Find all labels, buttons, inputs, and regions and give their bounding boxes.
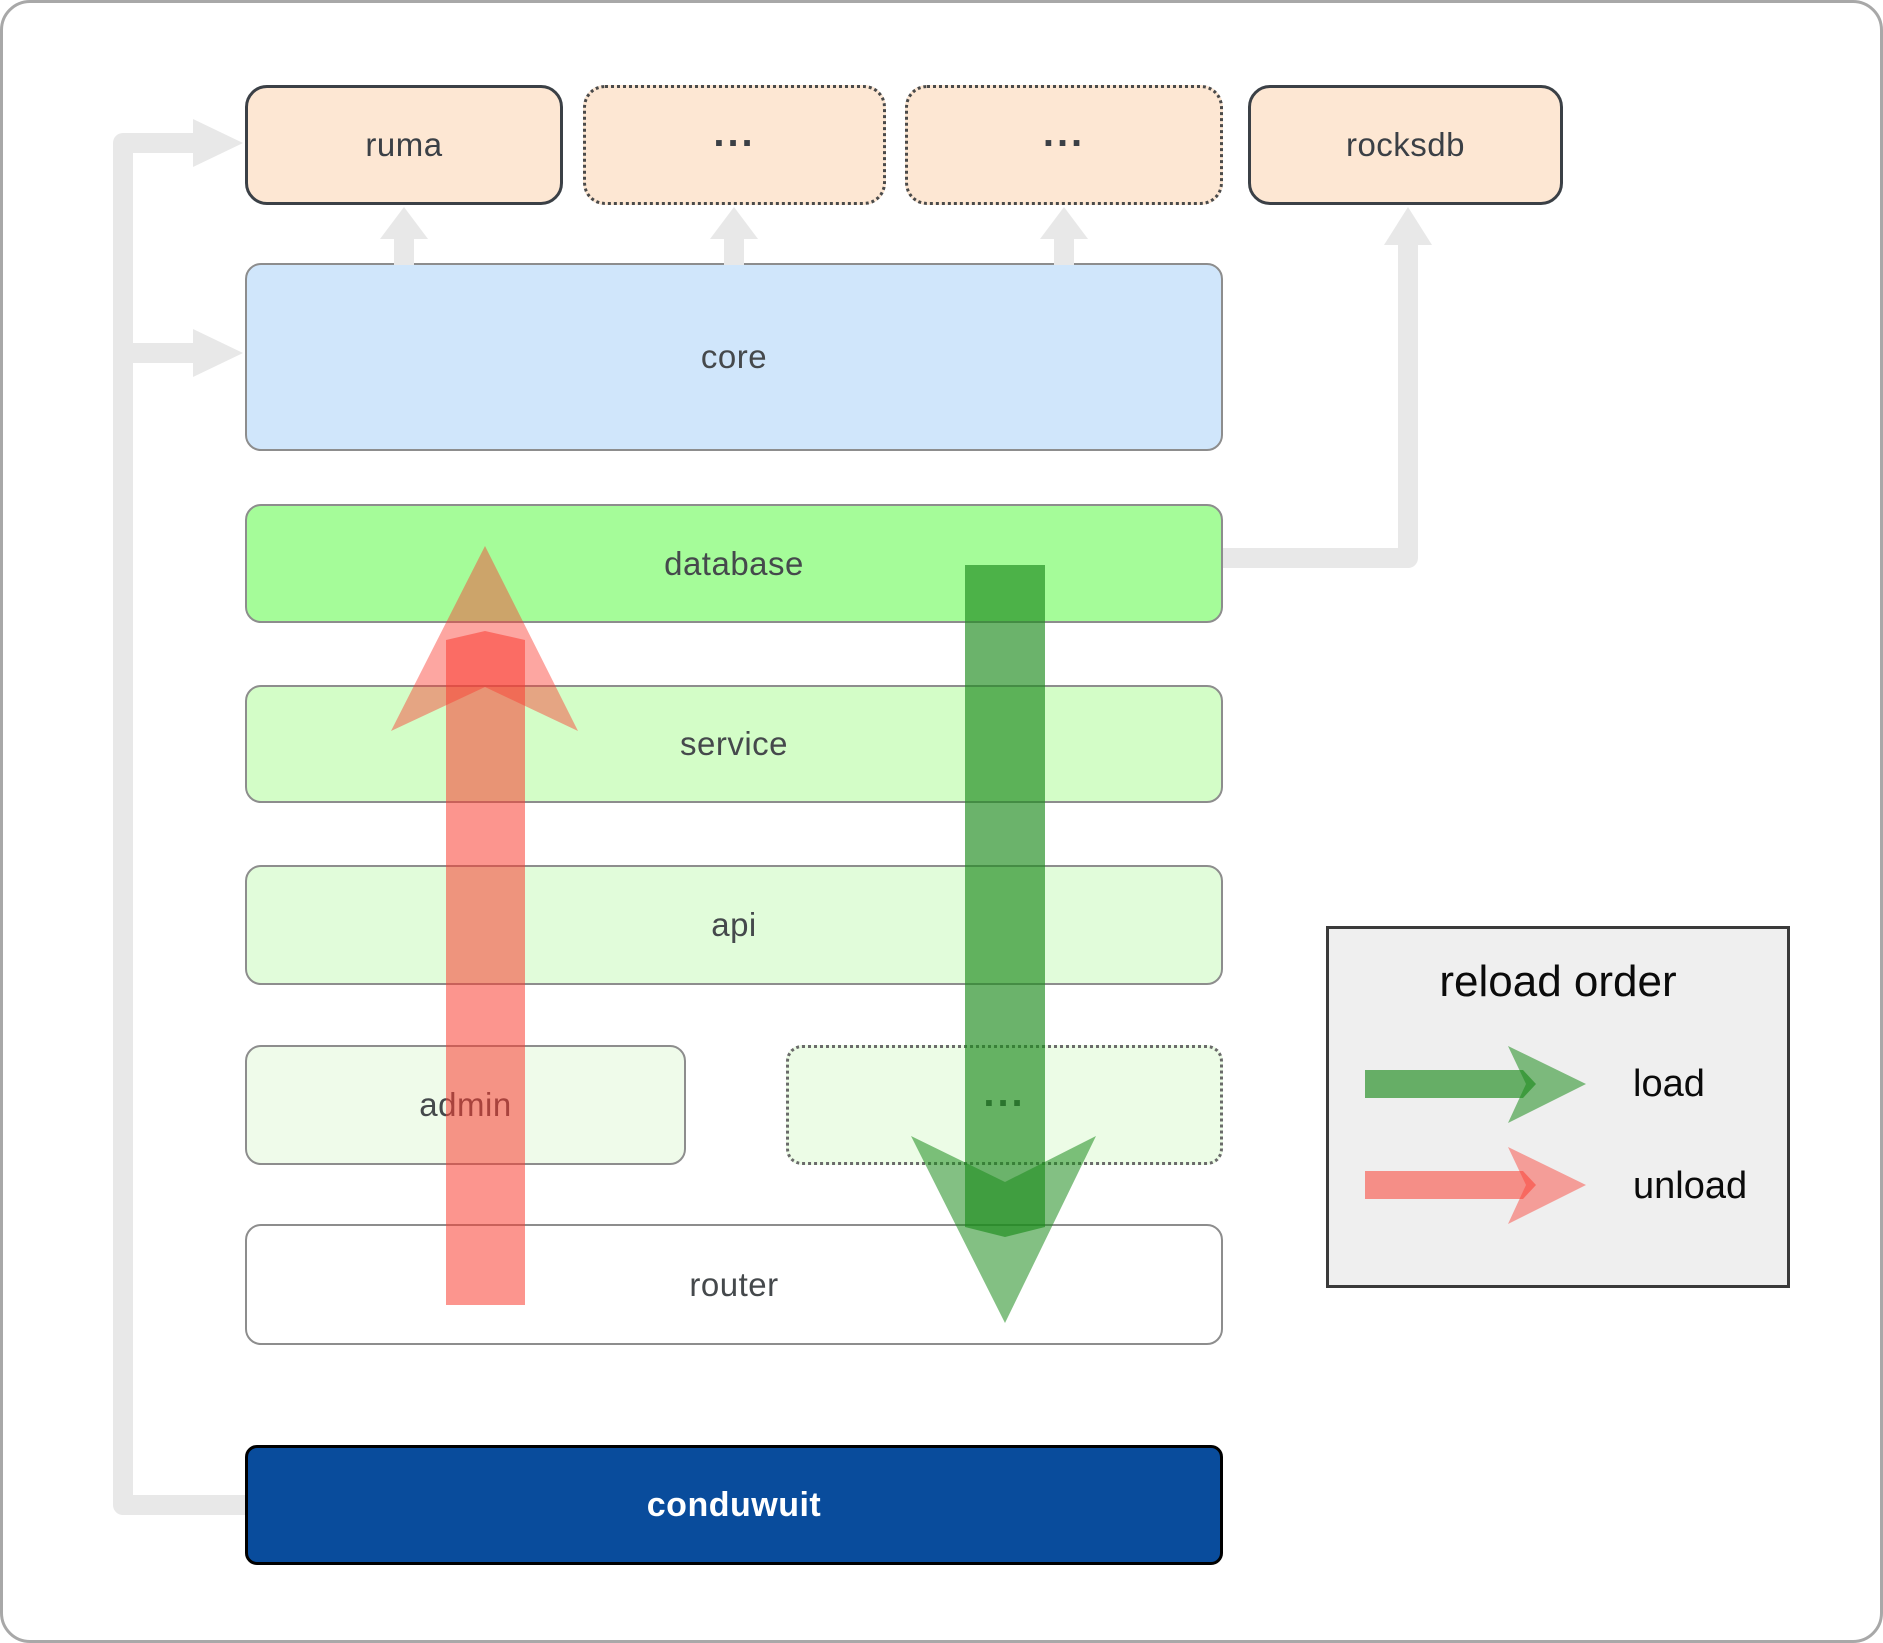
node-api: api <box>245 865 1223 985</box>
node-rocksdb-label: rocksdb <box>1345 126 1466 163</box>
node-ellipsis-1-label: ... <box>713 110 756 155</box>
connector-conduwuit-line <box>113 133 245 1515</box>
node-ruma: ruma <box>245 85 563 205</box>
legend-reload-order: reload order load unload <box>1326 926 1790 1288</box>
legend-title: reload order <box>1439 957 1677 1006</box>
arrows-overlay <box>113 119 1586 1515</box>
node-admin-label: admin <box>419 1086 512 1123</box>
node-ellipsis-2-label: ... <box>1042 110 1086 155</box>
connector-database-rocksdb <box>1223 243 1418 568</box>
arrowhead-stub-ellipsis-2-icon <box>1040 207 1088 239</box>
arrowhead-stub-ellipsis-1-icon <box>710 207 758 239</box>
arrowhead-to-ruma-icon <box>193 119 243 167</box>
node-service-label: service <box>679 725 789 762</box>
arrowhead-stub-ruma-icon <box>380 207 428 239</box>
node-core: core <box>245 263 1223 451</box>
node-rocksdb: rocksdb <box>1248 85 1563 205</box>
legend-unload-label: unload <box>1633 1165 1748 1207</box>
node-conduwuit: conduwuit <box>245 1445 1223 1565</box>
node-ellipsis-2: ... <box>905 85 1223 205</box>
node-router-label: router <box>689 1265 779 1303</box>
node-database-label: database <box>664 544 804 582</box>
arrowhead-to-core-icon <box>193 329 243 377</box>
node-conduwuit-label: conduwuit <box>646 1485 822 1524</box>
node-ellipsis-1: ... <box>583 85 886 205</box>
node-api-label: api <box>711 906 757 943</box>
legend-load-label: load <box>1633 1063 1705 1105</box>
node-admin-ellipsis-label: ... <box>983 1070 1026 1115</box>
node-ruma-label: ruma <box>365 126 443 163</box>
arrowhead-to-rocksdb-icon <box>1384 207 1432 245</box>
node-core-label: core <box>700 338 768 375</box>
node-service: service <box>245 685 1223 803</box>
node-database: database <box>245 504 1223 623</box>
node-admin: admin <box>245 1045 686 1165</box>
node-admin-ellipsis: ... <box>786 1045 1223 1165</box>
node-router: router <box>245 1224 1223 1345</box>
